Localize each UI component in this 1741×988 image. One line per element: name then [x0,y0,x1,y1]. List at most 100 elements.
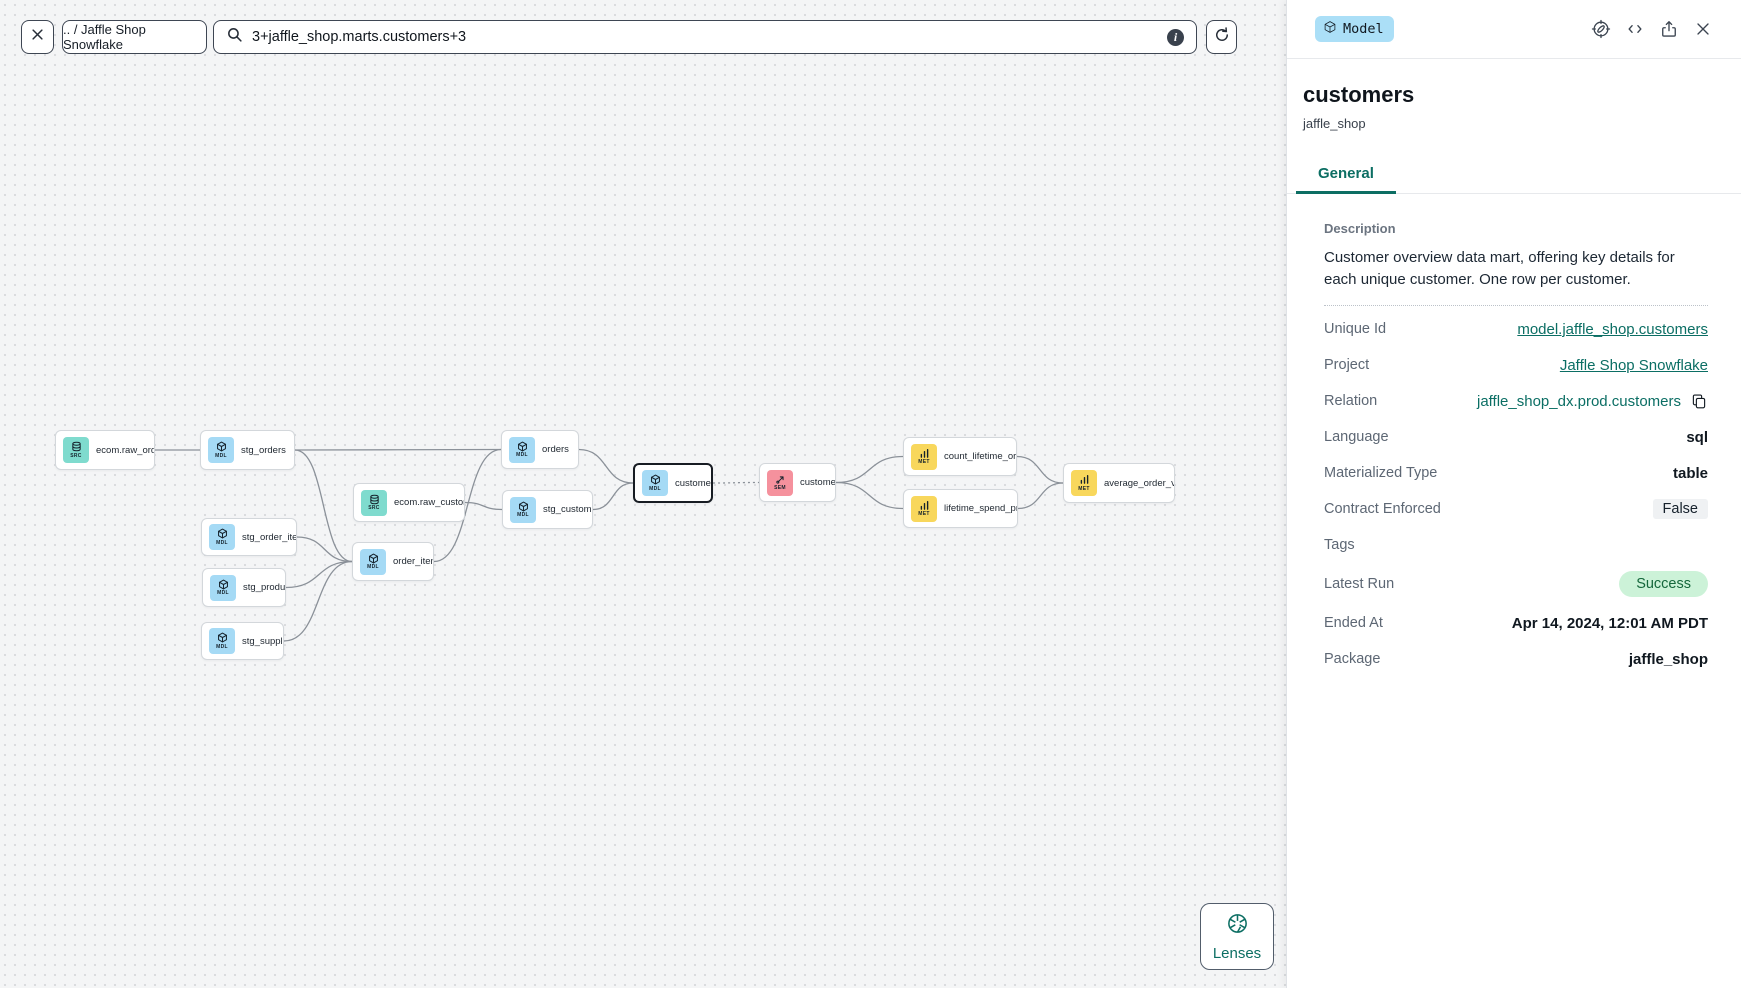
lenses-label: Lenses [1212,944,1262,962]
panel-tabs: General [1287,159,1741,194]
node-label: stg_orders [241,444,286,456]
close-icon[interactable] [1692,19,1713,40]
lineage-node[interactable]: MDL order_items [352,542,434,581]
cube-icon: MDL [209,628,235,654]
lineage-edge [835,481,904,510]
field-value: table [1673,465,1708,482]
field-value: jaffle_shop [1629,651,1708,668]
close-icon [30,27,45,47]
lineage-node-selected[interactable]: MDL customers [633,463,713,503]
database-icon: SRC [63,437,89,463]
field-value: Apr 14, 2024, 12:01 AM PDT [1512,615,1708,632]
panel-title-block: customers jaffle_shop [1287,59,1741,131]
tab-general[interactable]: General [1296,159,1396,194]
search-icon [226,26,243,48]
cube-icon: MDL [210,574,236,601]
lens-aperture-icon [1226,912,1249,940]
cube-icon [1323,20,1337,38]
field-label: Language [1324,429,1389,446]
breadcrumb[interactable]: .. / Jaffle Shop Snowflake [62,20,207,54]
lineage-node[interactable]: MET average_order_value [1063,463,1175,503]
refresh-button[interactable] [1206,20,1237,54]
lineage-edge [296,536,353,563]
field-value-text: jaffle_shop [1628,650,1708,668]
panel-header: Model [1287,0,1741,59]
metric-bars-icon: MET [911,495,937,522]
code-icon[interactable] [1624,19,1645,40]
detail-row: Ended At Apr 14, 2024, 12:01 AM PDT [1324,605,1708,641]
lineage-node[interactable]: SEM customers [759,463,836,502]
field-label: Contract Enforced [1324,501,1441,518]
metric-bars-icon: MET [1071,470,1097,496]
lenses-button[interactable]: Lenses [1200,903,1274,970]
cube-icon: MDL [360,548,386,575]
field-value-link[interactable]: jaffle_shop_dx.prod.customers [1476,392,1681,410]
field-label: Materialized Type [1324,465,1438,482]
lineage-node[interactable]: MDL stg_products [202,568,286,607]
lineage-edge [1016,455,1064,484]
node-label: customers [675,477,711,489]
node-label: order_items [393,556,433,567]
field-label: Ended At [1324,615,1383,632]
detail-row: Package jaffle_shop [1324,641,1708,677]
node-label: lifetime_spend_pretax [944,503,1017,514]
lineage-edge [835,455,904,484]
field-value-text: sql [1686,428,1708,446]
description-text: Customer overview data mart, offering ke… [1324,249,1675,289]
node-label: stg_order_items [242,531,297,543]
search-input[interactable] [252,29,1158,45]
status-badge: False [1652,499,1708,520]
lineage-edge [464,501,503,511]
field-value: model.jaffle_shop.customers [1517,321,1708,338]
lineage-node[interactable]: MET count_lifetime_orders [903,437,1017,476]
cube-icon: MDL [642,470,668,496]
metric-bars-icon: MET [911,443,937,470]
semantic-model-icon: SEM [767,469,793,496]
detail-row: Contract Enforced False [1324,491,1708,527]
explore-compass-icon[interactable] [1590,19,1611,40]
field-value-link[interactable]: model.jaffle_shop.customers [1517,320,1708,338]
field-label: Tags [1324,537,1355,554]
field-value-text: table [1672,464,1708,482]
info-icon[interactable]: i [1167,28,1184,46]
lineage-node[interactable]: MDL stg_supplies [201,622,284,660]
lineage-edge [433,448,502,563]
field-value: jaffle_shop_dx.prod.customers [1477,392,1708,410]
lineage-node[interactable]: MDL stg_orders [200,430,295,470]
field-value-link[interactable]: Jaffle Shop Snowflake [1559,356,1708,374]
field-label: Project [1324,357,1370,374]
lineage-search[interactable]: i [213,20,1197,54]
share-icon[interactable] [1658,19,1679,40]
breadcrumb-label: .. / Jaffle Shop Snowflake [63,22,146,52]
node-label: customers [800,477,836,488]
node-label: stg_supplies [242,635,283,647]
lineage-edge [712,481,760,484]
close-lineage-button[interactable] [21,20,54,54]
cube-icon: MDL [208,437,234,463]
lineage-canvas[interactable]: SRCecom.raw_ordersMDLstg_ordersSRCecom.r… [0,0,1286,988]
field-label: Unique Id [1324,321,1387,338]
node-label: average_order_value [1104,477,1174,489]
copy-icon[interactable] [1690,392,1708,410]
lineage-edge [285,560,353,589]
refresh-icon [1213,26,1231,49]
lineage-edge [283,560,353,642]
field-label: Latest Run [1324,576,1395,593]
detail-row: Tags [1324,527,1708,563]
node-label: count_lifetime_orders [944,451,1017,462]
field-value: False [1652,499,1708,520]
lineage-node[interactable]: MET lifetime_spend_pretax [903,489,1018,528]
divider [1324,305,1708,307]
lineage-edge [1017,482,1064,510]
lineage-edge [294,448,502,451]
field-label: Package [1324,651,1381,668]
node-label: stg_products [243,582,286,593]
node-label: orders [542,444,569,455]
